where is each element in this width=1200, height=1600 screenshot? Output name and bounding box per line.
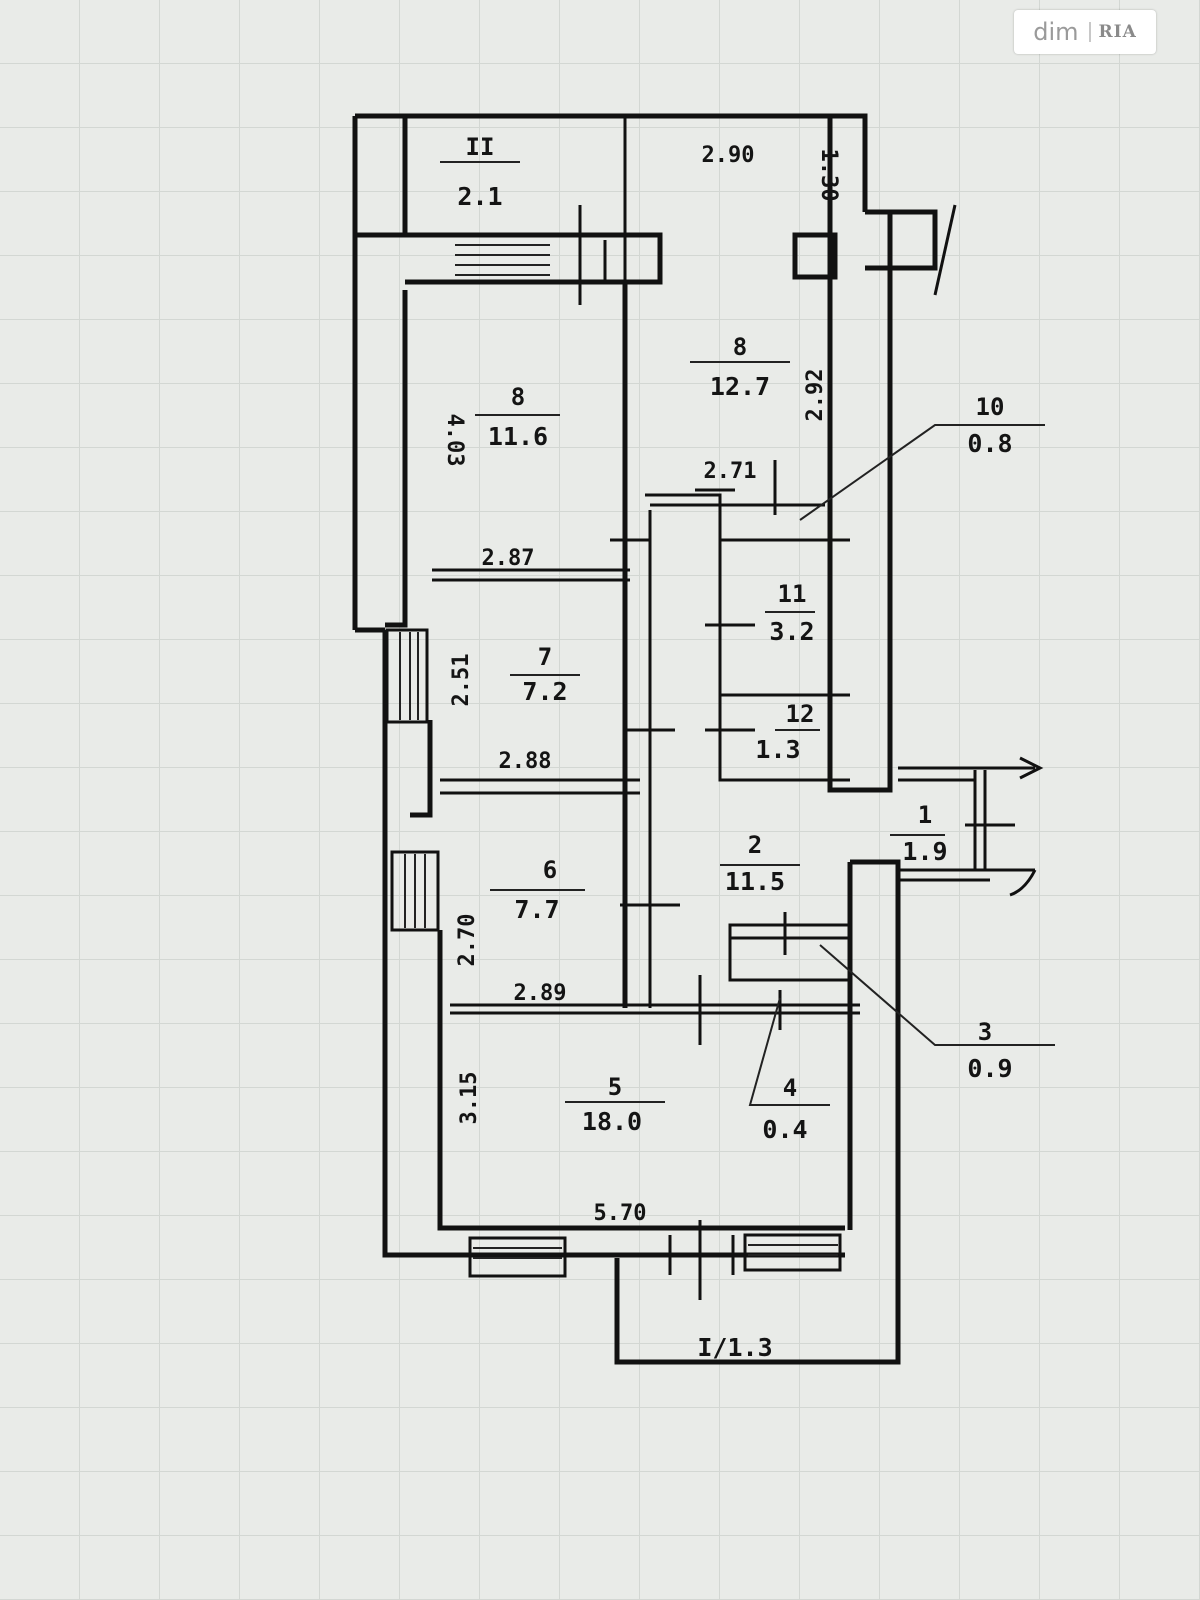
window-bottom bbox=[468, 1220, 842, 1300]
room-number: 3 bbox=[978, 1018, 992, 1046]
room-number: 11 bbox=[778, 580, 807, 608]
room-number: 8 bbox=[511, 383, 525, 411]
interior-walls bbox=[432, 232, 860, 1015]
door-marks bbox=[610, 460, 787, 1045]
watermark-dim-text: dim bbox=[1033, 18, 1079, 46]
dimension-2-92: 2.92 bbox=[803, 369, 828, 422]
site-watermark: dim RIA bbox=[1014, 10, 1156, 54]
dimension-labels: 2.90 1.30 2.92 4.03 2.71 2.87 2.51 2.88 … bbox=[442, 143, 841, 1226]
room-area: 11.5 bbox=[725, 867, 785, 896]
room-label-balcony-top: II 2.1 bbox=[457, 133, 502, 211]
dimension-3-15: 3.15 bbox=[457, 1072, 482, 1125]
room-number: 12 bbox=[786, 700, 815, 728]
room-area: 0.9 bbox=[967, 1054, 1012, 1083]
room-area: 12.7 bbox=[710, 372, 770, 401]
dimension-2-90: 2.90 bbox=[702, 143, 755, 168]
window-left-2 bbox=[390, 850, 440, 932]
room-area: 0.4 bbox=[762, 1115, 807, 1144]
dimension-2-88: 2.88 bbox=[499, 749, 552, 774]
room-number: 6 bbox=[543, 856, 557, 884]
outer-walls bbox=[352, 113, 938, 1365]
room-label-4: 4 0.4 bbox=[762, 1074, 807, 1144]
dimension-2-51: 2.51 bbox=[449, 654, 474, 707]
room-number: 1 bbox=[918, 801, 932, 829]
room-area: 7.7 bbox=[514, 895, 559, 924]
room-label-1: 1 1.9 bbox=[902, 801, 947, 866]
room-number: 8 bbox=[733, 333, 747, 361]
room-area: 3.2 bbox=[769, 617, 814, 646]
room-number: 4 bbox=[783, 1074, 797, 1102]
balcony-top-walls bbox=[402, 114, 663, 285]
room-area: 7.2 bbox=[522, 677, 567, 706]
room-label-10: 10 0.8 bbox=[967, 393, 1012, 458]
room-area: 2.1 bbox=[457, 182, 502, 211]
room-label-6: 6 7.7 bbox=[514, 856, 559, 924]
room-label-12: 12 1.3 bbox=[755, 700, 814, 764]
room-label-2: 2 11.5 bbox=[725, 831, 785, 896]
room-label-9: 8 12.7 bbox=[710, 333, 770, 401]
dimension-2-71: 2.71 bbox=[704, 459, 757, 484]
room-area: 18.0 bbox=[582, 1107, 642, 1136]
window-top bbox=[455, 205, 607, 305]
room-area: 0.8 bbox=[967, 429, 1012, 458]
dimension-1-30: 1.30 bbox=[816, 149, 841, 202]
room-label-8-left: 8 11.6 bbox=[488, 383, 548, 451]
dimension-2-89: 2.89 bbox=[514, 981, 567, 1006]
entrance-walls bbox=[898, 204, 1044, 897]
dimension-5-70: 5.70 bbox=[594, 1201, 647, 1226]
room-label-3: 3 0.9 bbox=[967, 1018, 1012, 1083]
room-number: 10 bbox=[976, 393, 1005, 421]
room-number: 2 bbox=[748, 831, 762, 859]
room-area: 1.3 bbox=[755, 735, 800, 764]
fraction-bars bbox=[440, 161, 945, 1103]
room-number: 5 bbox=[608, 1073, 622, 1101]
room-area: 11.6 bbox=[488, 422, 548, 451]
room-number: II bbox=[466, 133, 495, 161]
watermark-ria-logo: RIA bbox=[1088, 22, 1137, 42]
room-area: 1.9 bbox=[902, 837, 947, 866]
dimension-4-03: 4.03 bbox=[442, 414, 467, 467]
room-label-5: 5 18.0 bbox=[582, 1073, 642, 1136]
room-label-balcony-bottom: I/1.3 bbox=[697, 1333, 772, 1362]
room-label-11: 11 3.2 bbox=[769, 580, 814, 646]
window-left-1 bbox=[385, 628, 429, 724]
dimension-2-87: 2.87 bbox=[482, 546, 535, 571]
room-label-7: 7 7.2 bbox=[522, 643, 567, 706]
room-area: I/1.3 bbox=[697, 1333, 772, 1362]
room-number: 7 bbox=[538, 643, 552, 671]
leader-lines bbox=[748, 424, 1055, 1106]
dimension-2-70: 2.70 bbox=[455, 914, 480, 967]
